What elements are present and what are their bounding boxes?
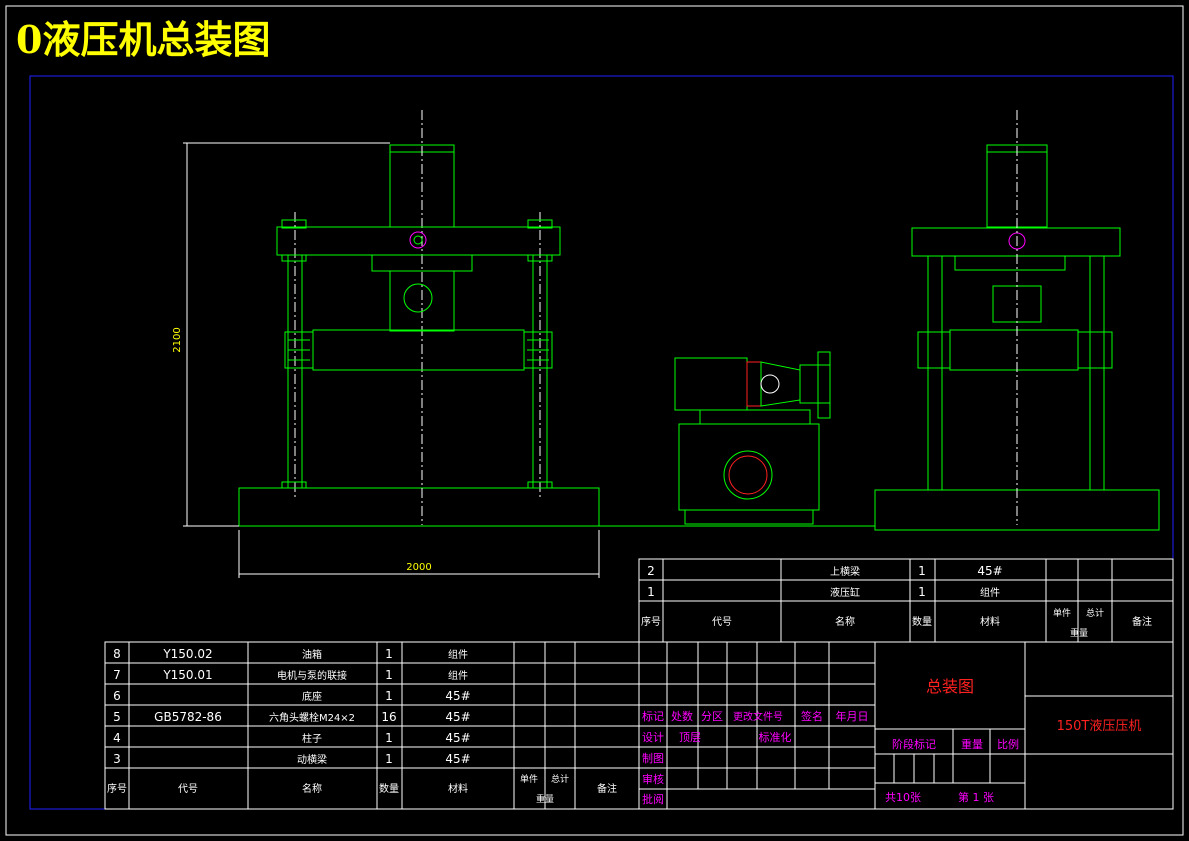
- bom-qty-0: 1: [385, 647, 393, 661]
- bom-qty-2: 1: [385, 689, 393, 703]
- tb-mark-1: 处数: [671, 710, 693, 723]
- bom-name-1: 电机与泵的联接: [277, 669, 347, 682]
- bom-no-0: 8: [113, 647, 121, 661]
- bom-code-3: GB5782-86: [154, 710, 222, 724]
- tb-mark-5: 年月日: [836, 709, 869, 723]
- motor: [674, 357, 748, 411]
- tb-mark-0: 标记: [642, 709, 664, 723]
- bom-name-2: 底座: [302, 690, 322, 703]
- bom-name-0: 油箱: [302, 648, 322, 661]
- tb-sheet-no: 第 1 张: [958, 790, 994, 804]
- dimension-lines: [183, 142, 600, 578]
- bom-top-header-no: 序号: [641, 615, 661, 628]
- title-block-grid: [638, 641, 1174, 810]
- bom-material-0: 组件: [448, 648, 468, 661]
- bom-material-4: 45#: [445, 731, 470, 745]
- bom-material-3: 45#: [445, 710, 470, 724]
- bom-header-name: 名称: [302, 782, 322, 795]
- tb-weight: 重量: [961, 737, 983, 751]
- tb-product: 150T液压压机: [1057, 719, 1142, 734]
- tb-layer: 顶层: [679, 731, 701, 744]
- bom-no-5: 3: [113, 752, 121, 766]
- tb-stage: 阶段标记: [892, 737, 936, 751]
- tb-mark-2: 分区: [701, 710, 723, 723]
- base: [238, 487, 600, 527]
- bom-code-1: Y150.01: [162, 668, 212, 682]
- tb-design: 设计: [642, 731, 664, 744]
- bom-header-material: 材料: [448, 782, 468, 795]
- bom-name-4: 柱子: [302, 732, 322, 745]
- title-block-text: 标记 处数 分区 更改文件号 签名 年月日 设计 顶层 标准化 制图 审核 批阅…: [642, 677, 1141, 806]
- bom-name-3: 六角头螺栓M24×2: [269, 711, 355, 724]
- bom-top-header-qty: 数量: [912, 615, 932, 628]
- bom-top-material-1: 组件: [980, 586, 1000, 599]
- height-dimension: 2100: [172, 327, 183, 352]
- bom-top-header-single: 单件: [1053, 607, 1071, 619]
- bom-no-1: 7: [113, 668, 121, 682]
- front-view: [238, 110, 600, 527]
- bom-qty-5: 1: [385, 752, 393, 766]
- bom-top-name-0: 上横梁: [830, 565, 860, 578]
- bom-code-0: Y150.02: [162, 647, 212, 661]
- moving-crossbeam: [312, 329, 525, 371]
- tank-window: [723, 450, 773, 500]
- bom-no-4: 4: [113, 731, 121, 745]
- bom-header-total: 总计: [551, 773, 569, 785]
- bom-header-code: 代号: [178, 783, 198, 795]
- tb-drawing-name: 总装图: [926, 677, 974, 696]
- oil-tank: [678, 423, 820, 511]
- tb-draw: 制图: [642, 752, 664, 765]
- side-view: [874, 110, 1160, 531]
- bom-top-material-0: 45#: [977, 564, 1002, 578]
- bom-bottom-table: [104, 641, 640, 810]
- bom-top-no-0: 2: [647, 564, 655, 578]
- bom-no-2: 6: [113, 689, 121, 703]
- bom-top-header-code: 代号: [712, 616, 732, 628]
- sheet-border: [5, 5, 1184, 836]
- tb-scale: 比例: [997, 737, 1019, 751]
- bom-top-no-1: 1: [647, 585, 655, 599]
- bom-top-header-weight: 重量: [1070, 627, 1088, 639]
- bom-header-remark: 备注: [597, 782, 617, 795]
- tb-check: 审核: [642, 772, 664, 786]
- bom-no-3: 5: [113, 710, 121, 724]
- bom-top-text: 2 上横梁 1 45# 1 液压缸 1 组件 序号 代号 名称 数量 材料 单件…: [641, 564, 1152, 639]
- bom-material-2: 45#: [445, 689, 470, 703]
- upper-crossbeam: [276, 226, 561, 256]
- bom-header-no: 序号: [107, 782, 127, 795]
- tb-sheets: 共10张: [885, 791, 921, 804]
- bom-header-qty: 数量: [379, 782, 399, 795]
- tb-approve: 批阅: [642, 792, 664, 806]
- page-title: 0液压机总装图: [16, 17, 271, 62]
- bom-name-5: 动横梁: [297, 753, 327, 766]
- tb-mark-4: 签名: [801, 709, 823, 723]
- tb-standard: 标准化: [759, 730, 792, 744]
- width-dimension: 2000: [406, 562, 431, 573]
- bom-header-single: 单件: [520, 773, 538, 785]
- bom-top-header-material: 材料: [980, 615, 1000, 628]
- hydraulic-unit: [674, 351, 831, 525]
- bom-qty-4: 1: [385, 731, 393, 745]
- bom-top-name-1: 液压缸: [830, 586, 860, 599]
- bom-top-header-remark: 备注: [1132, 615, 1152, 628]
- bom-qty-3: 16: [381, 710, 396, 724]
- bom-top-qty-1: 1: [918, 585, 926, 599]
- bom-header-weight: 重量: [536, 793, 554, 805]
- bom-bottom-text: 8 Y150.02 油箱 1 组件 7 Y150.01 电机与泵的联接 1 组件…: [107, 647, 617, 805]
- bom-qty-1: 1: [385, 668, 393, 682]
- tb-mark-3: 更改文件号: [733, 710, 783, 723]
- bom-top-qty-0: 1: [918, 564, 926, 578]
- bom-material-5: 45#: [445, 752, 470, 766]
- bom-top-table: [638, 558, 1174, 643]
- drawing-frame: [29, 75, 1174, 810]
- bom-material-1: 组件: [448, 669, 468, 682]
- bom-top-header-name: 名称: [835, 615, 855, 628]
- bom-top-header-total: 总计: [1086, 607, 1104, 619]
